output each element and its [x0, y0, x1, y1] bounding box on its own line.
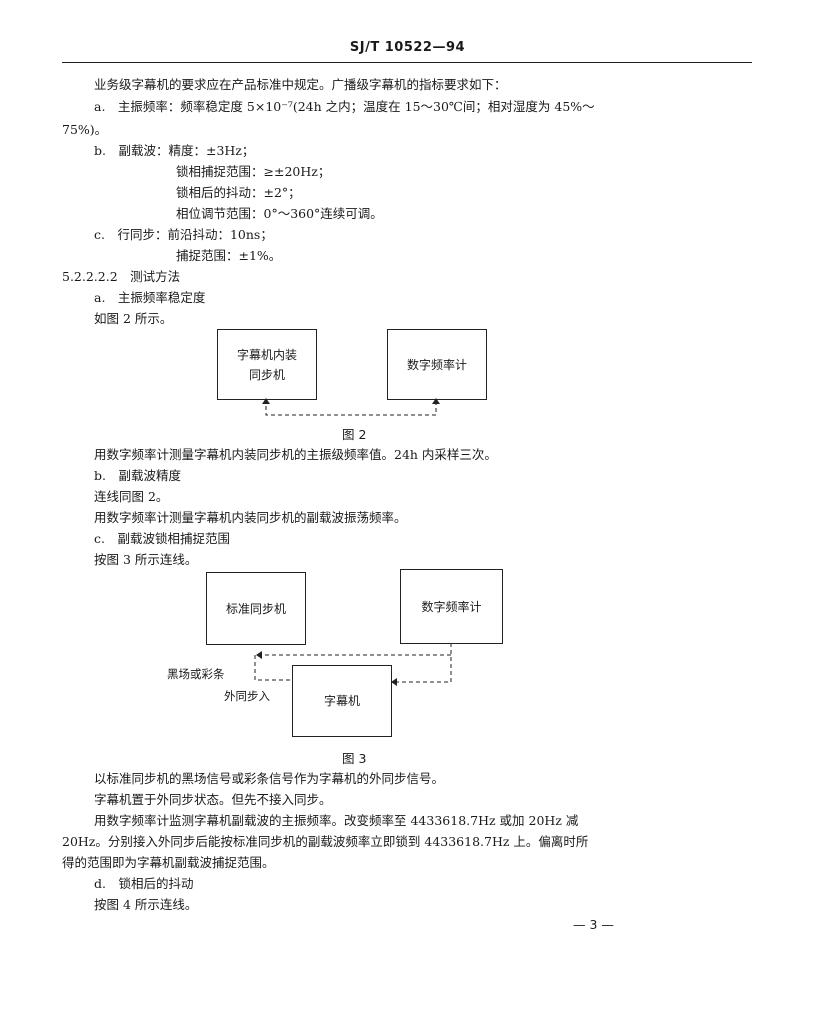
text-line: 相位调节范围：0°～360°连续可调。	[176, 206, 383, 221]
text-line: 按图 3 所示连线。	[94, 552, 198, 567]
fig3-caption: 图 3	[342, 751, 367, 766]
text-line: 锁相捕捉范围：≥±20Hz；	[176, 164, 331, 179]
fig3-connector-meter	[392, 643, 452, 683]
fig3-label-signal: 黑场或彩条	[167, 667, 225, 681]
text-line: b. 副载波精度	[94, 468, 181, 483]
fig3-connector-ext-sync	[254, 655, 292, 681]
fig2-box-freq-meter: 数字频率计	[387, 329, 487, 400]
fig3-box-std-sync: 标准同步机	[206, 572, 306, 645]
text-line: a. 主振频率稳定度	[94, 290, 206, 305]
text-line: 连线同图 2。	[94, 489, 169, 504]
fig2-box-internal-sync-label-1: 字幕机内装	[236, 347, 297, 362]
text-line: 字幕机置于外同步状态。但先不接入同步。	[94, 792, 332, 807]
text-line: c. 行同步：前沿抖动：10ns；	[94, 227, 273, 242]
text-line: 锁相后的抖动：±2°；	[176, 185, 301, 200]
text-line: d. 锁相后的抖动	[94, 876, 194, 891]
text-line: a. 主振频率：频率稳定度 5×10⁻⁷(24h 之内；温度在 15～30℃间；…	[94, 99, 595, 114]
text-line: 业务级字幕机的要求应在产品标准中规定。广播级字幕机的指标要求如下：	[94, 77, 507, 92]
standard-header: SJ/T 10522—94	[349, 40, 466, 55]
fig3-box-std-sync-label: 标准同步机	[225, 601, 286, 616]
text-line: 用数字频率计监测字幕机副载波的主振频率。改变频率至 4433618.7Hz 或加…	[94, 813, 579, 828]
text-line: 75%)。	[62, 122, 108, 137]
text-line: 捕捉范围：±1%。	[176, 248, 282, 263]
fig2-connector-line	[265, 399, 437, 416]
fig3-label-ext-sync: 外同步入	[224, 689, 270, 703]
fig2-box-freq-meter-label: 数字频率计	[406, 357, 467, 372]
text-line: b. 副载波：精度：±3Hz；	[94, 143, 255, 158]
section-heading: 5.2.2.2.2 测试方法	[62, 269, 181, 284]
text-line: 用数字频率计测量字幕机内装同步机的主振级频率值。24h 内采样三次。	[94, 447, 497, 462]
page-number: — 3 —	[573, 917, 614, 932]
fig3-box-freq-meter: 数字频率计	[400, 569, 503, 644]
fig2-box-internal-sync-label-2: 同步机	[248, 367, 285, 382]
fig3-box-captioner-label: 字幕机	[323, 694, 360, 708]
fig3-arrow-signal	[256, 651, 262, 659]
text-line: 20Hz。分别接入外同步后能按标准同步机的副载波频率立即锁到 4433618.7…	[62, 834, 589, 849]
text-line: 以标准同步机的黑场信号或彩条信号作为字幕机的外同步信号。	[94, 771, 445, 786]
fig3-box-freq-meter-label: 数字频率计	[421, 599, 482, 614]
fig3-box-captioner: 字幕机	[292, 665, 392, 737]
text-line: 用数字频率计测量字幕机内装同步机的副载波振荡频率。	[94, 510, 407, 525]
text-line: 得的范围即为字幕机副载波捕捉范围。	[62, 855, 275, 870]
text-line: 按图 4 所示连线。	[94, 897, 198, 912]
fig2-caption: 图 2	[342, 427, 367, 442]
header-rule	[62, 62, 752, 63]
text-line: 如图 2 所示。	[94, 311, 173, 326]
text-line: c. 副载波锁相捕捉范围	[94, 531, 230, 546]
fig2-box-internal-sync: 字幕机内装 同步机	[217, 329, 317, 400]
